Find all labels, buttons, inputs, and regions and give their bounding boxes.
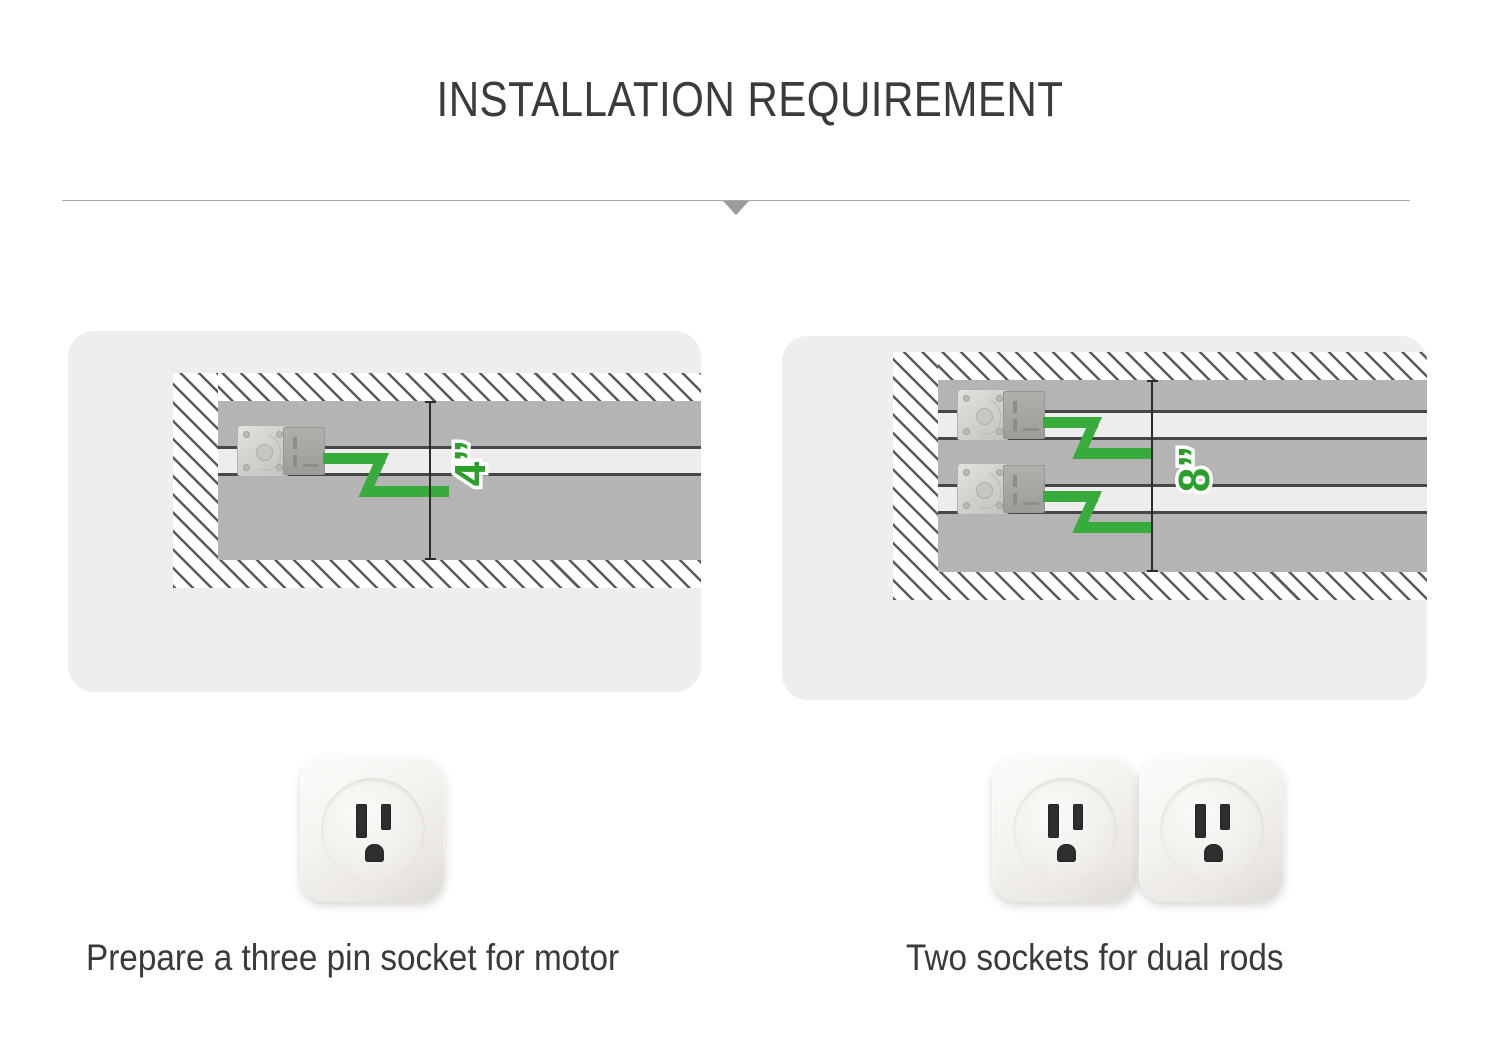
socket-slot-neutral — [355, 803, 367, 838]
motor-shaft-hole — [256, 444, 273, 461]
divider-line — [62, 200, 1410, 201]
cable-segment — [363, 486, 449, 497]
socket-ground-hole — [364, 843, 384, 862]
card-single-rod: 4” Single rod Please keep 4 in space — [68, 331, 701, 692]
socket-face — [320, 777, 425, 882]
wall-hatch-left — [173, 373, 218, 588]
caption-socket-dual: Two sockets for dual rods — [906, 937, 1284, 978]
screw-hole — [276, 431, 283, 438]
power-cable-1 — [323, 453, 483, 507]
motor-shaft-hole — [976, 408, 993, 425]
socket-dual-b — [1139, 757, 1284, 902]
socket-slot-hot — [1219, 803, 1230, 830]
body-slot — [1013, 493, 1017, 505]
wall-hatch-left — [893, 352, 938, 600]
motor-shaft-hole — [976, 482, 993, 499]
dimension-line-stem — [429, 401, 431, 560]
diagram-dual-rods: 8” — [893, 352, 1427, 600]
section-divider — [62, 200, 1410, 224]
cable-segment — [1077, 448, 1153, 459]
screw-hole — [996, 502, 1003, 509]
motor-unit-2 — [957, 463, 1047, 517]
socket-slot-hot — [1072, 803, 1083, 830]
socket-slot-neutral — [1047, 803, 1059, 838]
page-title: INSTALLATION REQUIREMENT — [436, 73, 1064, 127]
measurement-label-8in: 8” — [1167, 442, 1223, 495]
socket-slot-hot — [380, 803, 391, 830]
motor-mount-plate — [957, 389, 1009, 441]
cable-segment — [323, 453, 385, 464]
body-slot — [303, 464, 319, 467]
body-slot — [1013, 401, 1017, 413]
cable-segment — [1043, 417, 1098, 428]
dimension-cap-bottom — [425, 558, 436, 560]
motor-body — [1003, 391, 1045, 439]
screw-hole — [243, 464, 250, 471]
body-slot — [1023, 428, 1039, 431]
motor-mount-plate — [237, 425, 289, 477]
power-cable-2 — [1043, 491, 1203, 545]
body-slot — [293, 455, 297, 467]
socket-single — [300, 757, 445, 902]
dimension-cap-top — [1147, 380, 1158, 382]
socket-dual-a — [992, 757, 1137, 902]
screw-hole — [963, 469, 970, 476]
screw-hole — [243, 431, 250, 438]
socket-ground-hole — [1203, 843, 1223, 862]
body-slot — [1013, 419, 1017, 431]
diagram-single-rod: 4” — [173, 373, 701, 588]
cable-segment — [1043, 491, 1098, 502]
power-cable-1 — [1043, 417, 1203, 471]
caption-socket-single: Prepare a three pin socket for motor — [86, 937, 620, 978]
body-slot — [1013, 475, 1017, 487]
dimension-line-4in — [425, 401, 436, 560]
dimension-line-stem — [1151, 380, 1153, 572]
socket-face — [1012, 777, 1117, 882]
dimension-line-8in — [1147, 380, 1158, 572]
card-dual-rods: 8” Dual rods Please keep 8 in space — [782, 336, 1427, 700]
socket-slot-neutral — [1194, 803, 1206, 838]
motor-body — [1003, 465, 1045, 513]
motor-unit-1 — [957, 389, 1047, 443]
screw-hole — [996, 469, 1003, 476]
cable-segment — [1077, 522, 1153, 533]
chevron-down-triangle-icon — [723, 201, 749, 215]
body-slot — [1023, 502, 1039, 505]
screw-hole — [996, 428, 1003, 435]
screw-hole — [996, 395, 1003, 402]
body-slot — [293, 437, 297, 449]
socket-face — [1159, 777, 1264, 882]
dimension-cap-bottom — [1147, 570, 1158, 572]
screw-hole — [963, 395, 970, 402]
motor-mount-plate — [957, 463, 1009, 515]
socket-ground-hole — [1056, 843, 1076, 862]
dimension-cap-top — [425, 401, 436, 403]
screw-hole — [276, 464, 283, 471]
screw-hole — [963, 428, 970, 435]
measurement-label-4in: 4” — [443, 436, 499, 489]
motor-body — [283, 427, 325, 475]
screw-hole — [963, 502, 970, 509]
motor-unit-1 — [237, 425, 327, 479]
